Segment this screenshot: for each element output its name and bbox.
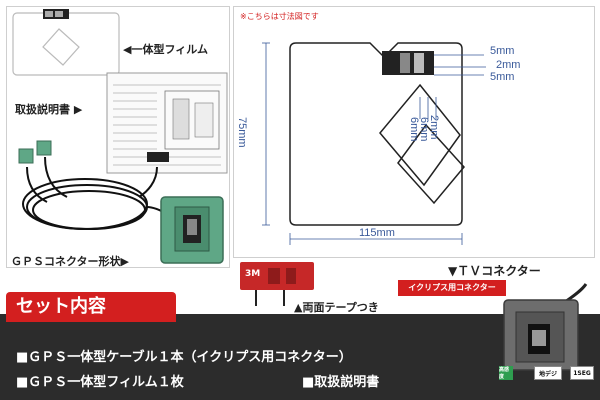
dim-75mm: 75mm <box>236 117 248 148</box>
black-plug <box>147 152 169 162</box>
set-item-cable: ■ＧＰＳ一体型ケーブル１本（イクリプス用コネクター） <box>16 350 352 365</box>
left-panel-illustration <box>12 9 228 264</box>
digital-tv-icon-text: 地デジ <box>538 370 557 378</box>
sensitivity-icon: 高感度 <box>499 366 513 380</box>
dim-5mm-bottom: 5mm <box>490 71 515 83</box>
dim-2mm-b: 2mm <box>428 115 440 140</box>
sensitivity-icon-text: 高感度 <box>499 367 510 380</box>
dimension-drawing <box>262 42 486 245</box>
film-tab-contact <box>55 11 63 17</box>
film-label: ◀一体型フィルム <box>123 43 209 56</box>
gps-connector-label: ＧＰＳコネクター形状▶ <box>11 255 130 268</box>
dim-115mm: 115mm <box>359 227 395 239</box>
film-tab-contact <box>45 11 53 17</box>
antenna-diamond <box>379 83 461 187</box>
set-title: セット内容 <box>6 292 176 322</box>
small-gps-connector <box>18 148 34 164</box>
double-sided-tape <box>240 262 314 306</box>
tv-connector-label: ▼ＴＶコネクター <box>448 264 541 278</box>
one-seg-icon-text: 1SEG <box>573 369 591 377</box>
film-outline-dim <box>289 42 463 226</box>
dimension-note: ※こちらは寸法図です <box>240 12 319 21</box>
tape-brand: 3M <box>245 269 261 279</box>
dim-6mm-b: 6mm <box>408 117 420 142</box>
tv-connector-badge: イクリプス用コネクター <box>398 280 506 296</box>
left-panel: ◀一体型フィルム 取扱説明書 ▶ ＧＰＳコネクター形状▶ <box>6 6 230 268</box>
film-antenna-pattern <box>42 28 80 66</box>
tv-connector-illustration <box>503 283 588 371</box>
set-item-film: ■ＧＰＳ一体型フィルム１枚 <box>16 375 184 390</box>
film-outline <box>12 12 120 76</box>
tape-label: ▲両面テープつき <box>294 301 379 314</box>
set-item-manual: ■取扱説明書 <box>302 375 380 390</box>
manual-label: 取扱説明書 ▶ <box>15 103 83 116</box>
dim-2mm: 2mm <box>496 59 521 71</box>
dim-5mm-top: 5mm <box>490 45 515 57</box>
set-contents-bar <box>0 314 600 400</box>
dimension-panel: ※こちらは寸法図です 5mm 2mm 5mm 6mm 2mm 6mm 7 <box>233 6 595 258</box>
digital-tv-icon: 地デジ <box>534 366 562 380</box>
one-seg-icon: 1SEG <box>570 366 594 380</box>
